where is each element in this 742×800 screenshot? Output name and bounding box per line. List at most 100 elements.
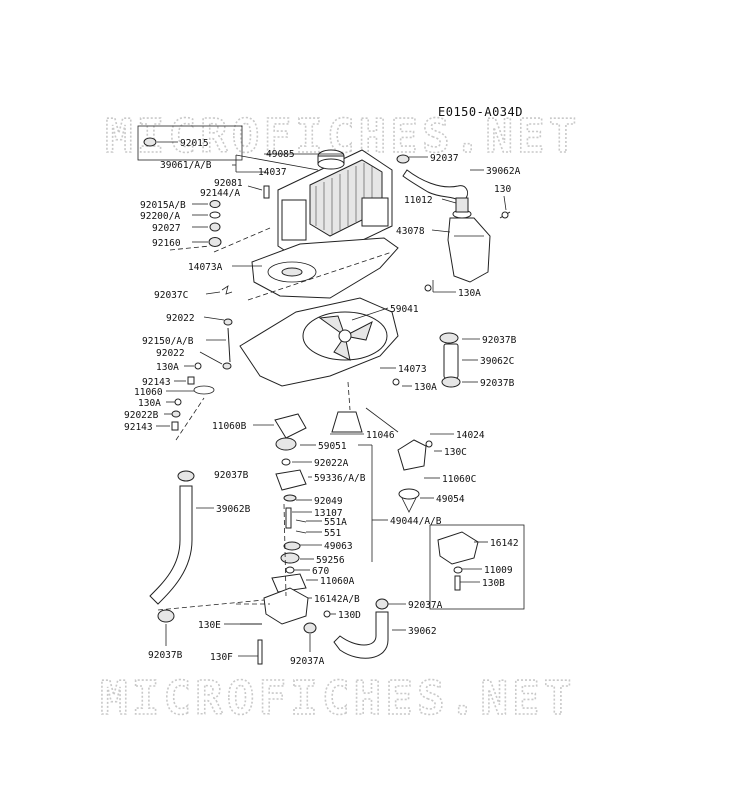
label-92143-a: 92143 (142, 377, 171, 388)
radiator-cap-icon (317, 149, 345, 170)
fan-housing-14073-icon (239, 297, 399, 387)
label-92200: 92200/A (140, 211, 180, 222)
label-39062: 39062 (408, 626, 437, 637)
collar-92143-icon (187, 376, 195, 385)
bolt-130a-fan-icon (392, 378, 400, 386)
diagram-code: E0150-A034D (438, 105, 523, 119)
pin-551a-icon (295, 519, 307, 523)
bolt-130a-right-icon (424, 284, 432, 292)
gear-59256-icon (280, 552, 300, 564)
shroud-14073a-icon (251, 237, 399, 299)
label-92022-b: 92022 (156, 348, 185, 359)
washer-92022-icon (223, 318, 233, 326)
thermostat-49054-icon (398, 488, 420, 500)
washer-stack-icon (208, 200, 222, 247)
label-49054: 49054 (436, 494, 465, 505)
label-92022a: 92022A (314, 458, 349, 469)
label-92144: 92144/A (200, 188, 240, 199)
pin-551-icon (295, 530, 307, 534)
label-11060: 11060 (134, 387, 163, 398)
cap-11012-icon (455, 197, 469, 213)
label-130e: 130E (198, 620, 221, 631)
bolt-130a-icon (194, 362, 202, 370)
label-92022b: 92022B (124, 410, 159, 421)
label-92037b-1: 92037B (482, 335, 517, 346)
label-92160: 92160 (152, 238, 181, 249)
shaft-13107-icon (285, 507, 292, 529)
inset-box-16142 (429, 524, 525, 610)
thermostat-49054-body-icon (401, 497, 417, 513)
pump-cover-16142-icon (437, 531, 479, 565)
label-16142: 16142 (490, 538, 519, 549)
label-39061: 39061/A/B (160, 160, 212, 171)
clamp-92037b-lower-icon (441, 376, 461, 388)
hose-39062b-icon (149, 485, 193, 605)
washer-92022b-icon (222, 362, 232, 370)
label-92037b-2: 92037B (480, 378, 515, 389)
label-11046: 11046 (366, 430, 395, 441)
label-130: 130 (494, 184, 511, 195)
label-92015: 92015 (180, 138, 209, 149)
cap-nut-92015-icon (143, 137, 157, 147)
label-14073: 14073 (398, 364, 427, 375)
ring-670-icon (285, 566, 295, 574)
clamp-92037a-upper-icon (375, 598, 389, 610)
label-43078: 43078 (396, 226, 425, 237)
bolt-130b-icon (454, 575, 461, 591)
label-92037a-1: 92037A (408, 600, 443, 611)
fan-59041-icon (318, 315, 373, 361)
clamp-92037b-bottom-icon (157, 609, 175, 623)
reservoir-tank-icon (447, 209, 491, 283)
watermark-bottom: MICROFICHES.NET (100, 671, 575, 725)
label-130f: 130F (210, 652, 233, 663)
clamp-92037b-upper-icon (439, 332, 459, 344)
label-11009: 11009 (484, 565, 513, 576)
gasket-11060b-icon (274, 413, 307, 439)
label-130a-1: 130A (458, 288, 481, 299)
label-11012: 11012 (404, 195, 433, 206)
label-130a-3: 130A (414, 382, 437, 393)
label-92037b-4: 92037B (148, 650, 183, 661)
label-16142ab: 16142A/B (314, 594, 360, 605)
label-670: 670 (312, 566, 329, 577)
bolt-92081-icon (263, 185, 270, 199)
label-49085: 49085 (266, 149, 295, 160)
label-92022-a: 92022 (166, 313, 195, 324)
bolt-130d-icon (323, 610, 331, 618)
part-labels: 92015 49085 39061/A/B 14037 92081 92144/… (124, 138, 521, 667)
label-92027: 92027 (152, 223, 181, 234)
label-130b: 130B (482, 578, 505, 589)
label-59336: 59336/A/B (314, 473, 366, 484)
label-92049: 92049 (314, 496, 343, 507)
label-59041: 59041 (390, 304, 419, 315)
label-92037b-3: 92037B (214, 470, 249, 481)
leader-lines (156, 141, 507, 657)
clamp-92037b-left-icon (177, 470, 195, 482)
radiator-icon (277, 149, 393, 267)
label-49044: 49044/A/B (390, 516, 442, 527)
washer-92022b-lower-icon (171, 410, 181, 418)
dashed-guide-lines (157, 227, 393, 611)
label-49063: 49063 (324, 541, 353, 552)
label-59051: 59051 (318, 441, 347, 452)
label-92081: 92081 (214, 178, 243, 189)
label-39062b: 39062B (216, 504, 251, 515)
label-11060a: 11060A (320, 576, 355, 587)
label-14024: 14024 (456, 430, 485, 441)
label-59256: 59256 (316, 555, 345, 566)
label-14073a: 14073A (188, 262, 223, 273)
bolt-130c-icon (425, 440, 433, 448)
label-92150: 92150/A/B (142, 336, 194, 347)
label-130a-2: 130A (156, 362, 179, 373)
ring-92049-icon (283, 494, 297, 502)
bolt-130a-lower-icon (174, 398, 182, 406)
label-11060c: 11060C (442, 474, 476, 485)
label-130c: 130C (444, 447, 467, 458)
collar-92143-lower-icon (171, 421, 179, 431)
label-13107: 13107 (314, 508, 343, 519)
gasket-11060-icon (193, 385, 215, 395)
label-11060b: 11060B (212, 421, 247, 432)
label-551a: 551A (324, 517, 347, 528)
bolt-130f-icon (257, 639, 263, 665)
pipe-11046-icon (331, 411, 363, 433)
